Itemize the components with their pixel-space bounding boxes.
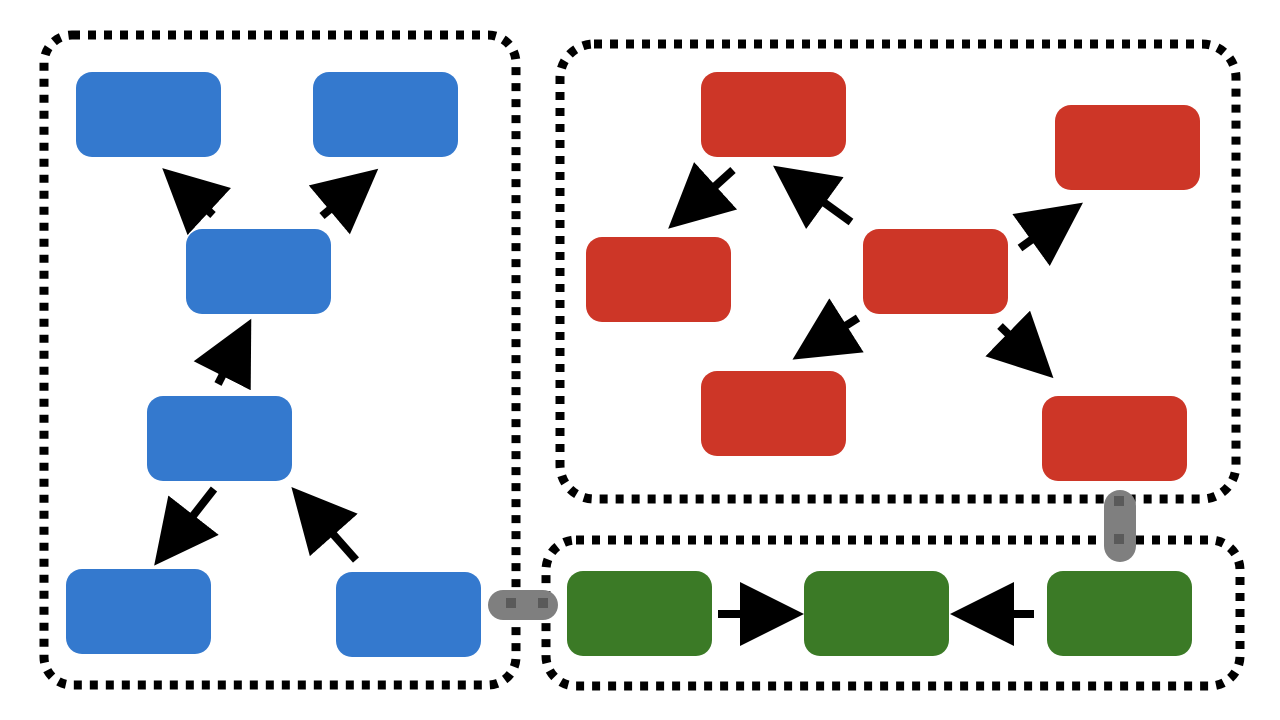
blue-node-2 bbox=[313, 72, 458, 157]
blue-node-4 bbox=[147, 396, 292, 481]
red-node-top bbox=[701, 72, 846, 157]
red-node-bottom-right bbox=[1042, 396, 1187, 481]
arrow-blue4-to-blue5 bbox=[154, 486, 219, 566]
arrow-blue3-to-blue1 bbox=[162, 168, 231, 236]
blue-node-3 bbox=[186, 229, 331, 314]
connector-blue-green bbox=[488, 590, 558, 620]
connector-red-green bbox=[1104, 490, 1136, 562]
arrow-redcenter-to-redtop bbox=[773, 165, 854, 230]
red-node-left bbox=[586, 237, 731, 322]
red-node-center bbox=[863, 229, 1008, 314]
red-node-bottom-left bbox=[701, 371, 846, 456]
green-node-3 bbox=[1047, 571, 1192, 656]
group-blue-cluster bbox=[39, 30, 521, 690]
arrow-blue4-to-blue3 bbox=[193, 318, 252, 391]
blue-node-5 bbox=[66, 569, 211, 654]
blue-node-1 bbox=[76, 72, 221, 157]
red-node-right-top bbox=[1055, 105, 1200, 190]
blue-node-6 bbox=[336, 572, 481, 657]
arrow-redcenter-to-redbottomright bbox=[985, 310, 1054, 379]
arrow-redcenter-to-redbottomleft bbox=[792, 298, 864, 360]
arrow-blue6-to-blue4 bbox=[291, 487, 359, 563]
group-red-cluster bbox=[555, 39, 1241, 504]
arrow-blue3-to-blue2 bbox=[308, 168, 379, 235]
arrow-redtop-to-redleft bbox=[668, 162, 738, 229]
green-node-1 bbox=[567, 571, 712, 656]
green-node-2 bbox=[804, 571, 949, 656]
arrow-redcenter-to-redrighttop bbox=[1012, 202, 1083, 267]
